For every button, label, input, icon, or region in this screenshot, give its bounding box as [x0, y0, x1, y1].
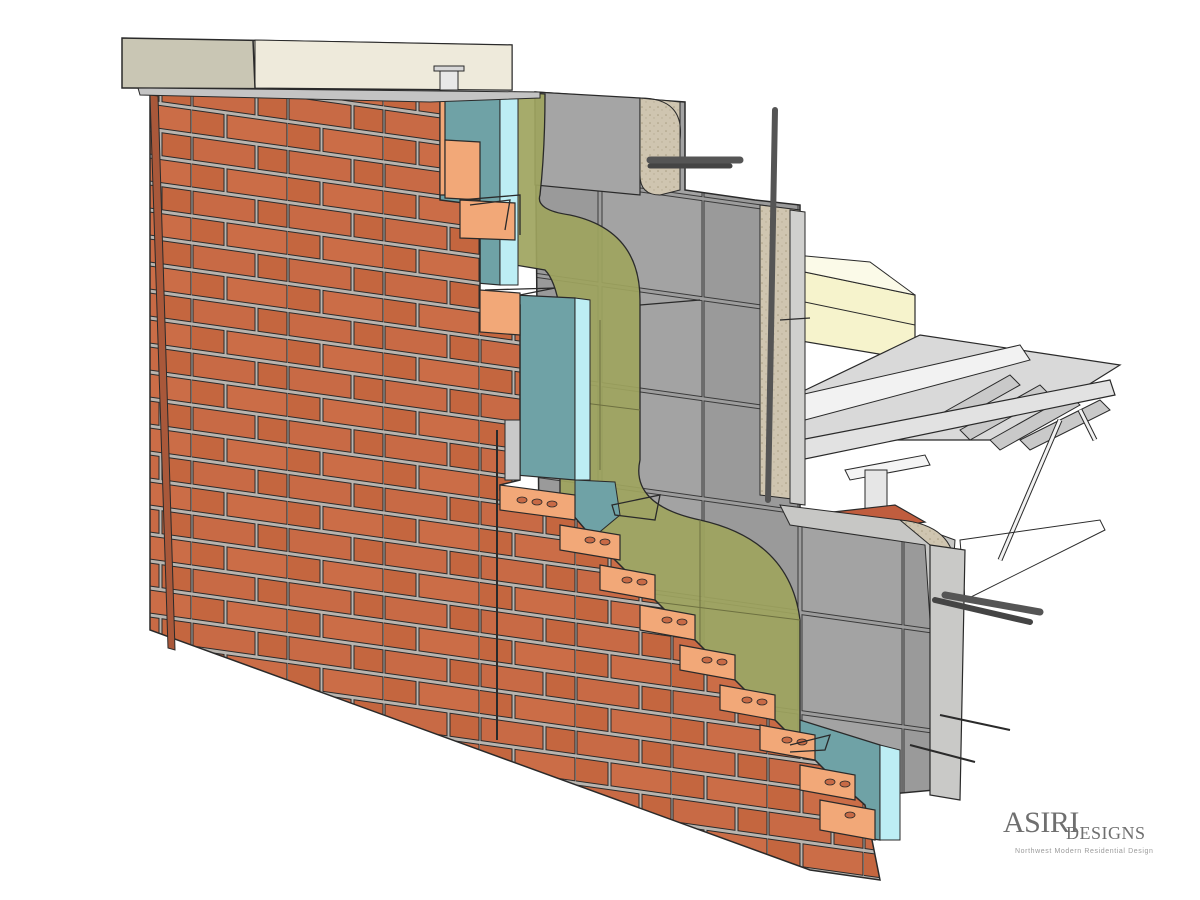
flashing-angle — [504, 419, 521, 481]
horizontal-rebar-low-2 — [932, 597, 1033, 625]
flashing — [137, 87, 541, 103]
bond-beam-top — [534, 91, 641, 196]
logo-brand: ASIRI — [1003, 806, 1079, 839]
brick-core-holes — [516, 496, 856, 819]
wall-tie-low-2 — [909, 744, 976, 763]
vertical-rebar — [765, 107, 778, 503]
cmu-face-shell — [789, 209, 806, 506]
brand-logo: ASIRI DESIGNS Northwest Modern Residenti… — [1003, 808, 1193, 858]
cmu-edge-lower — [929, 544, 966, 801]
brick-veneer — [149, 94, 881, 881]
wall-tie-low-1 — [939, 714, 1011, 731]
logo-tagline: Northwest Modern Residential Design — [1015, 848, 1154, 855]
horizontal-rebar-low-1 — [941, 591, 1044, 616]
logo-brand-suffix: DESIGNS — [1066, 823, 1146, 843]
rebar — [646, 107, 1044, 763]
masonry-ties — [459, 194, 831, 753]
coping-assembly — [121, 37, 541, 103]
grout-fill-top — [639, 97, 681, 196]
lower-angle — [959, 519, 1106, 601]
